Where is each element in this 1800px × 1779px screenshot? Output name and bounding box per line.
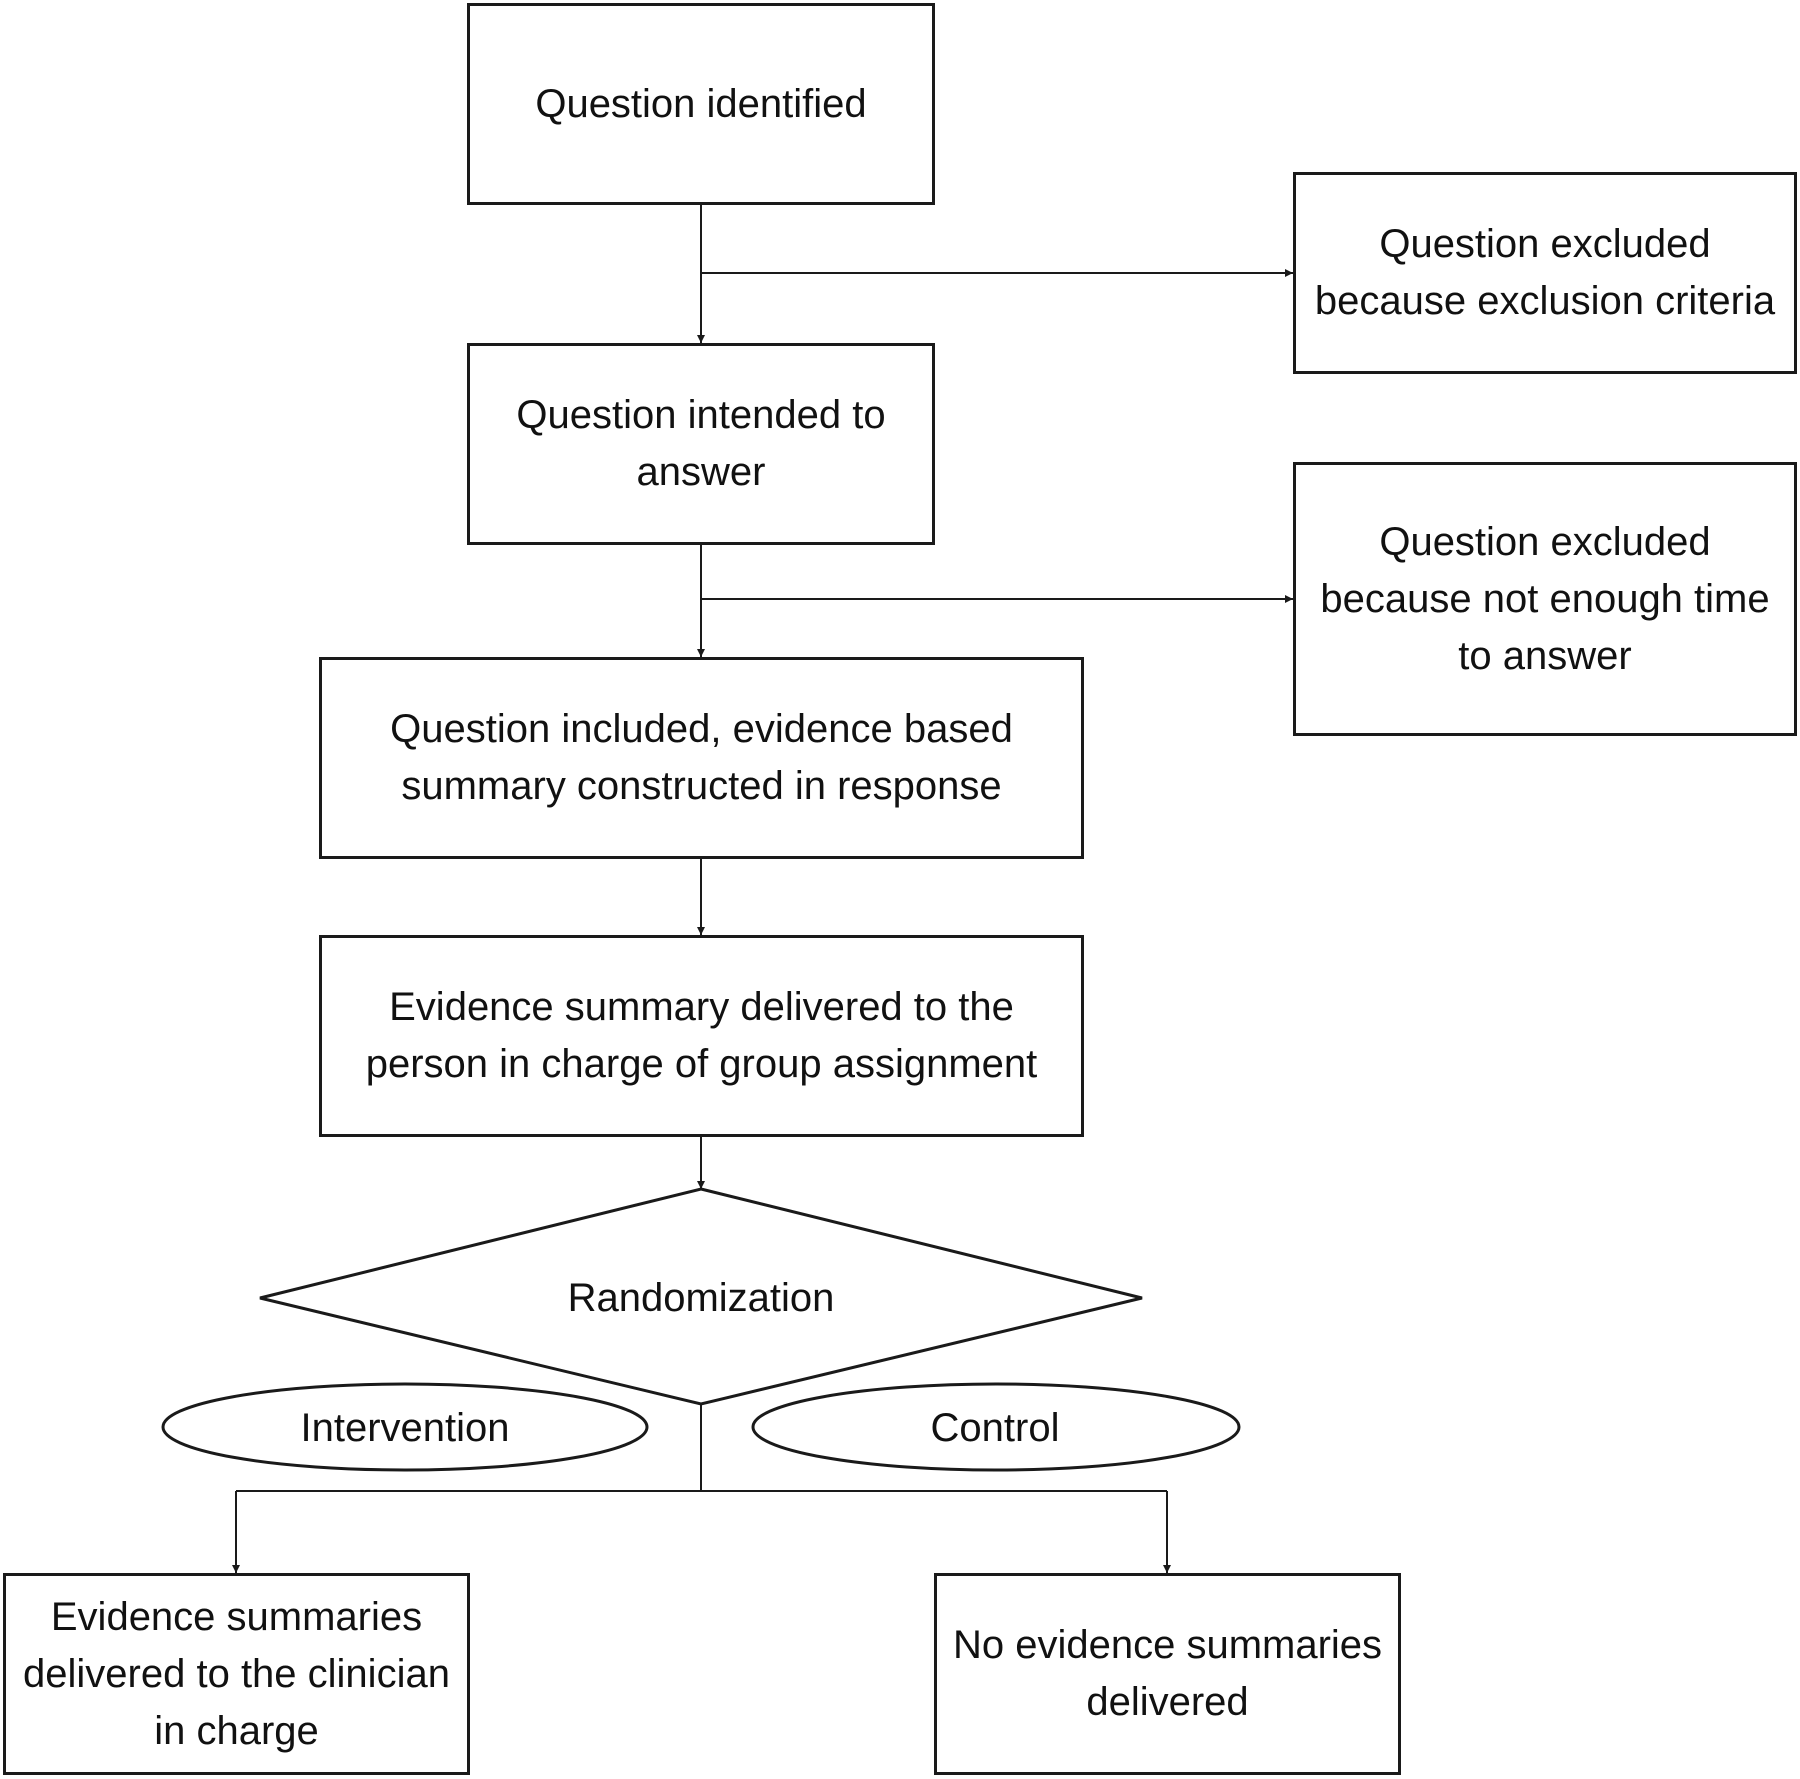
intended-to-answer-box: Question intended to answer (467, 343, 935, 545)
delivered-assignment-label: Evidence summary delivered to the person… (365, 985, 1038, 1086)
no-summaries-label: No evidence summaries delivered (952, 1623, 1383, 1724)
question-identified-label: Question identified (535, 81, 867, 126)
randomization-diamond (259, 1187, 1143, 1406)
question-identified-box: Question identified (467, 3, 935, 205)
intervention-label: Intervention (300, 1405, 510, 1450)
delivered-clinician-label: Evidence summaries delivered to the clin… (23, 1594, 450, 1753)
excluded-criteria-box: Question excluded because exclusion crit… (1293, 172, 1797, 374)
excluded-criteria-label: Question excluded because exclusion crit… (1314, 222, 1776, 323)
excluded-time-label: Question excluded because not enough tim… (1320, 519, 1770, 678)
included-summary-box: Question included, evidence based summar… (319, 657, 1084, 859)
control-ellipse (751, 1382, 1241, 1472)
delivered-assignment-box: Evidence summary delivered to the person… (319, 935, 1084, 1137)
excluded-time-box: Question excluded because not enough tim… (1293, 462, 1797, 736)
randomization-label: Randomization (567, 1275, 835, 1320)
control-label: Control (930, 1405, 1060, 1450)
delivered-clinician-box: Evidence summaries delivered to the clin… (3, 1573, 470, 1775)
intended-to-answer-label: Question intended to answer (516, 393, 886, 494)
no-summaries-box: No evidence summaries delivered (934, 1573, 1401, 1775)
intervention-ellipse (161, 1382, 649, 1472)
included-summary-label: Question included, evidence based summar… (390, 707, 1013, 808)
